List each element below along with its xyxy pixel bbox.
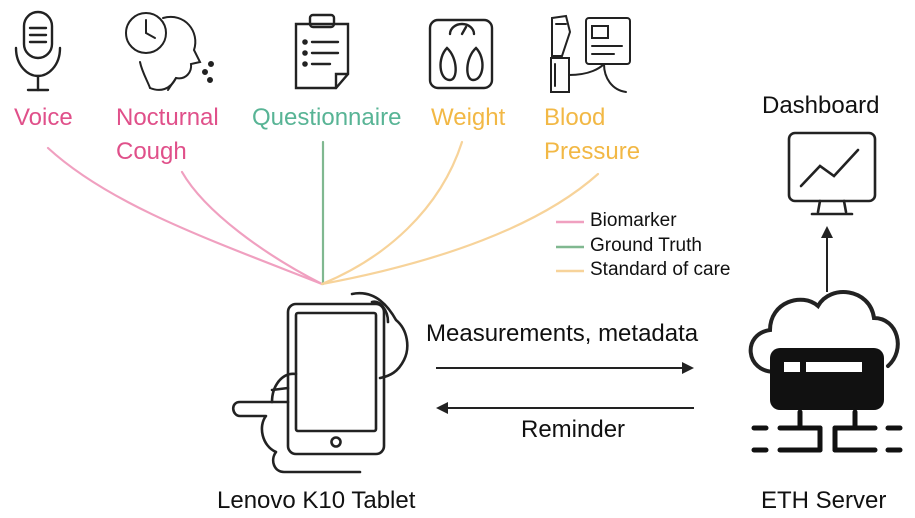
nocturnal-cough-label-line2: Cough	[116, 138, 187, 165]
measurements-metadata-label: Measurements, metadata	[426, 320, 699, 347]
cloud-server-icon	[748, 290, 903, 453]
legend-biomarker: Biomarker	[590, 210, 677, 231]
weight-label: Weight	[431, 104, 506, 131]
blood-pressure-monitor-icon	[550, 14, 631, 93]
measurements-arrow	[436, 362, 694, 374]
blood-pressure-label-line1: Blood	[544, 104, 606, 131]
nocturnal-cough-label-line1: Nocturnal	[116, 104, 219, 131]
voice-label: Voice	[14, 104, 73, 131]
server-label: ETH Server	[761, 487, 887, 514]
cough-connector	[180, 170, 324, 286]
blood-pressure-label-line2: Pressure	[544, 138, 641, 165]
questionnaire-label: Questionnaire	[252, 104, 402, 131]
monitor-chart-icon	[787, 131, 877, 216]
reminder-arrow	[436, 402, 694, 414]
voice-connector	[46, 146, 324, 286]
tablet-label: Lenovo K10 Tablet	[217, 487, 416, 514]
legend-standard-of-care: Standard of care	[590, 259, 731, 280]
scale-icon	[428, 18, 494, 90]
reminder-label: Reminder	[521, 416, 626, 443]
server-to-dashboard-arrow	[821, 226, 833, 292]
dashboard-label: Dashboard	[762, 92, 880, 119]
coughing-person-clock-icon	[125, 12, 214, 91]
clipboard-icon	[294, 13, 350, 90]
hand-holding-tablet-icon	[231, 291, 409, 474]
weight-connector	[320, 140, 464, 286]
microphone-icon	[14, 10, 62, 92]
legend-ground-truth: Ground Truth	[590, 235, 702, 256]
blood-pressure-connector	[320, 172, 600, 286]
